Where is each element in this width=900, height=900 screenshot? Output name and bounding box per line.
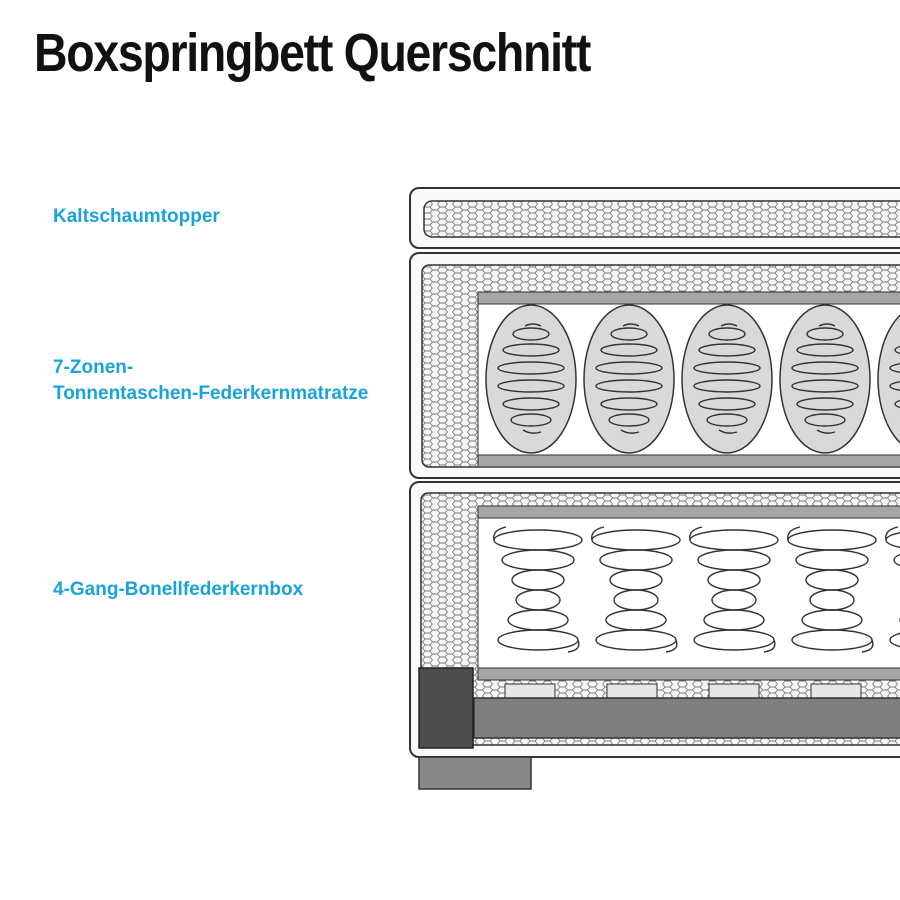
label-box-text: 4-Gang-Bonellfederkernbox — [53, 579, 304, 600]
label-mattress-line2: Tonnentaschen-Federkernmatratze — [53, 383, 369, 404]
slat — [708, 683, 760, 699]
frame-post — [418, 667, 474, 749]
pocket-spring — [877, 314, 900, 444]
pocket-spring — [485, 304, 577, 454]
bonnell-spring — [787, 526, 877, 653]
bonnell-spring — [493, 526, 583, 653]
label-mattress: 7-Zonen- Tonnentaschen-Federkernmatratze — [53, 355, 368, 407]
box-layer — [409, 481, 900, 758]
label-mattress-line1: 7-Zonen- — [53, 357, 134, 378]
pocket-spring — [583, 304, 675, 454]
page-title: Boxspringbett Querschnitt — [34, 23, 591, 83]
pocket-spring — [779, 304, 871, 454]
mattress-layer — [409, 252, 900, 479]
label-topper: Kaltschaumtopper — [53, 204, 220, 230]
pocket-spring — [681, 304, 773, 454]
bed-foot — [418, 756, 532, 790]
base-bar — [473, 697, 900, 739]
bonnell-spring — [689, 526, 779, 653]
slat — [810, 683, 862, 699]
slat — [504, 683, 556, 699]
label-box: 4-Gang-Bonellfederkernbox — [53, 577, 303, 603]
topper-layer — [409, 187, 900, 249]
bonnell-spring — [591, 526, 681, 653]
slat — [606, 683, 658, 699]
bonnell-spring — [885, 526, 900, 648]
label-topper-text: Kaltschaumtopper — [53, 206, 220, 227]
